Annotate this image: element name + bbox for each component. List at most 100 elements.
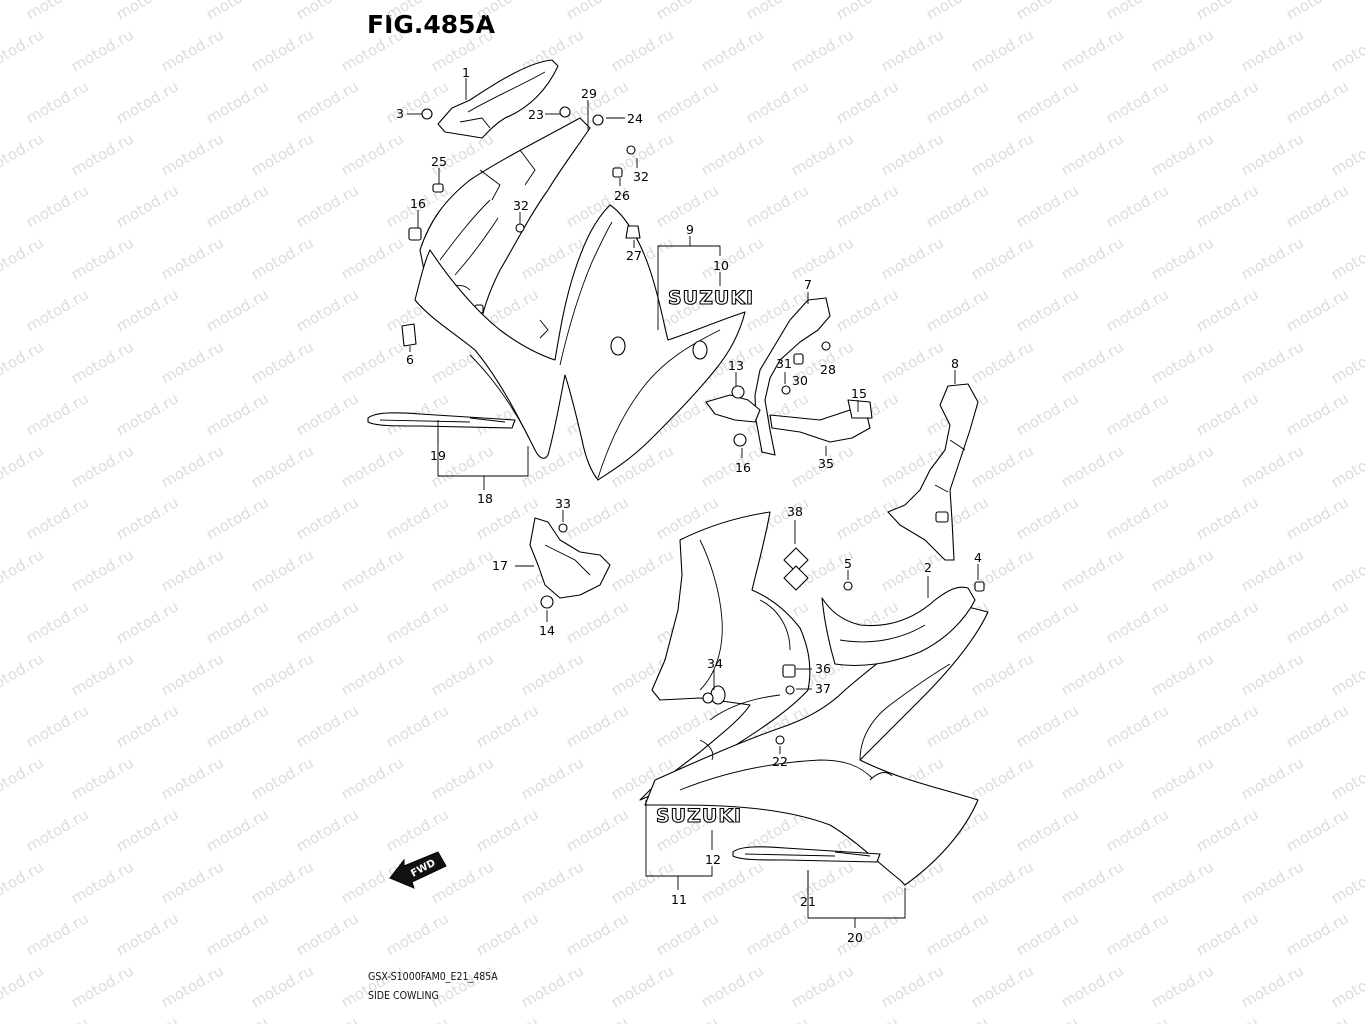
clip-25 xyxy=(432,183,444,193)
watermark-text: motod.ru xyxy=(203,0,272,23)
watermark-text: motod.ru xyxy=(293,493,362,543)
watermark-text: motod.ru xyxy=(1238,857,1307,907)
watermark-text: motod.ru xyxy=(1283,1013,1352,1024)
watermark-text: motod.ru xyxy=(248,545,317,595)
watermark-text: motod.ru xyxy=(968,961,1037,1011)
watermark-text: motod.ru xyxy=(0,337,47,387)
watermark-text: motod.ru xyxy=(878,233,947,283)
fastener-32a xyxy=(626,145,636,155)
watermark-text: motod.ru xyxy=(428,961,497,1011)
watermark-text: motod.ru xyxy=(248,857,317,907)
watermark-text: motod.ru xyxy=(1238,545,1307,595)
watermark-text: motod.ru xyxy=(383,701,452,751)
watermark-text: motod.ru xyxy=(1103,181,1172,231)
watermark-text: motod.ru xyxy=(68,961,137,1011)
callout-7: 7 xyxy=(804,277,812,292)
callout-13: 13 xyxy=(728,358,744,373)
watermark-text: motod.ru xyxy=(383,597,452,647)
callout-12: 12 xyxy=(705,852,721,867)
watermark-text: motod.ru xyxy=(293,805,362,855)
watermark-text: motod.ru xyxy=(698,25,767,75)
watermark-text: motod.ru xyxy=(428,649,497,699)
watermark-text: motod.ru xyxy=(158,753,227,803)
watermark-text: motod.ru xyxy=(0,389,2,439)
watermark-text: motod.ru xyxy=(113,181,182,231)
watermark-text: motod.ru xyxy=(743,77,812,127)
watermark-text: motod.ru xyxy=(68,233,137,283)
callout-18: 18 xyxy=(477,491,493,506)
watermark-text: motod.ru xyxy=(653,0,722,23)
watermark-text: motod.ru xyxy=(653,909,722,959)
watermark-text: motod.ru xyxy=(1328,649,1365,699)
watermark-text: motod.ru xyxy=(383,805,452,855)
callout-8: 8 xyxy=(951,356,959,371)
watermark-text: motod.ru xyxy=(0,701,2,751)
fastener-24 xyxy=(592,114,604,126)
callout-27: 27 xyxy=(626,248,642,263)
watermark-text: motod.ru xyxy=(1328,25,1365,75)
watermark-text: motod.ru xyxy=(968,649,1037,699)
fastener-32b xyxy=(515,223,525,233)
watermark-text: motod.ru xyxy=(68,753,137,803)
watermark-text: motod.ru xyxy=(1103,701,1172,751)
watermark-text: motod.ru xyxy=(338,857,407,907)
watermark-text: motod.ru xyxy=(1283,493,1352,543)
callout-10: 10 xyxy=(713,258,729,273)
clip-26 xyxy=(612,167,623,178)
watermark-text: motod.ru xyxy=(878,129,947,179)
watermark-text: motod.ru xyxy=(158,25,227,75)
watermark-text: motod.ru xyxy=(1238,441,1307,491)
watermark-text: motod.ru xyxy=(0,441,47,491)
callout-32-upper: 32 xyxy=(633,169,649,184)
watermark-text: motod.ru xyxy=(113,1013,182,1024)
callout-9: 9 xyxy=(686,222,694,237)
part-2-lower-inner-panel xyxy=(821,586,976,666)
watermark-text: motod.ru xyxy=(203,77,272,127)
watermark-text: motod.ru xyxy=(1193,77,1262,127)
watermark-text: motod.ru xyxy=(248,337,317,387)
watermark-text: motod.ru xyxy=(563,1013,632,1024)
watermark-text: motod.ru xyxy=(1238,337,1307,387)
watermark-text: motod.ru xyxy=(293,909,362,959)
watermark-text: motod.ru xyxy=(518,753,587,803)
watermark-text: motod.ru xyxy=(1238,961,1307,1011)
callout-35: 35 xyxy=(818,456,834,471)
watermark-text: motod.ru xyxy=(1283,77,1352,127)
watermark-text: motod.ru xyxy=(23,77,92,127)
watermark-text: motod.ru xyxy=(1148,545,1217,595)
watermark-text: motod.ru xyxy=(1058,337,1127,387)
watermark-text: motod.ru xyxy=(203,285,272,335)
callout-23: 23 xyxy=(528,107,544,122)
callout-11: 11 xyxy=(671,892,687,907)
callout-5: 5 xyxy=(844,556,852,571)
part-19-gsx-decal-upper xyxy=(367,412,516,429)
watermark-text: motod.ru xyxy=(383,1013,452,1024)
part-18-side-cowling-upper xyxy=(414,204,746,481)
watermark-text: motod.ru xyxy=(1283,0,1352,23)
watermark-text: motod.ru xyxy=(248,961,317,1011)
watermark-text: motod.ru xyxy=(608,857,677,907)
watermark-text: motod.ru xyxy=(1148,753,1217,803)
watermark-text: motod.ru xyxy=(833,181,902,231)
callout-31: 31 xyxy=(776,356,792,371)
watermark-text: motod.ru xyxy=(23,0,92,23)
watermark-text: motod.ru xyxy=(293,701,362,751)
watermark-text: motod.ru xyxy=(68,545,137,595)
fastener-16b xyxy=(733,433,747,447)
watermark-text: motod.ru xyxy=(833,77,902,127)
watermark-text: motod.ru xyxy=(968,441,1037,491)
watermark-text: motod.ru xyxy=(1013,805,1082,855)
watermark-text: motod.ru xyxy=(1013,701,1082,751)
watermark-text: motod.ru xyxy=(203,701,272,751)
watermark-text: motod.ru xyxy=(1013,389,1082,439)
watermark-text: motod.ru xyxy=(68,25,137,75)
part-8-bracket xyxy=(887,383,979,561)
part-35-stay xyxy=(769,399,873,443)
watermark-text: motod.ru xyxy=(788,961,857,1011)
watermark-text: motod.ru xyxy=(0,0,2,23)
watermark-text: motod.ru xyxy=(473,0,542,23)
watermark-text: motod.ru xyxy=(1283,909,1352,959)
watermark-text: motod.ru xyxy=(1148,649,1217,699)
callout-37: 37 xyxy=(815,681,831,696)
